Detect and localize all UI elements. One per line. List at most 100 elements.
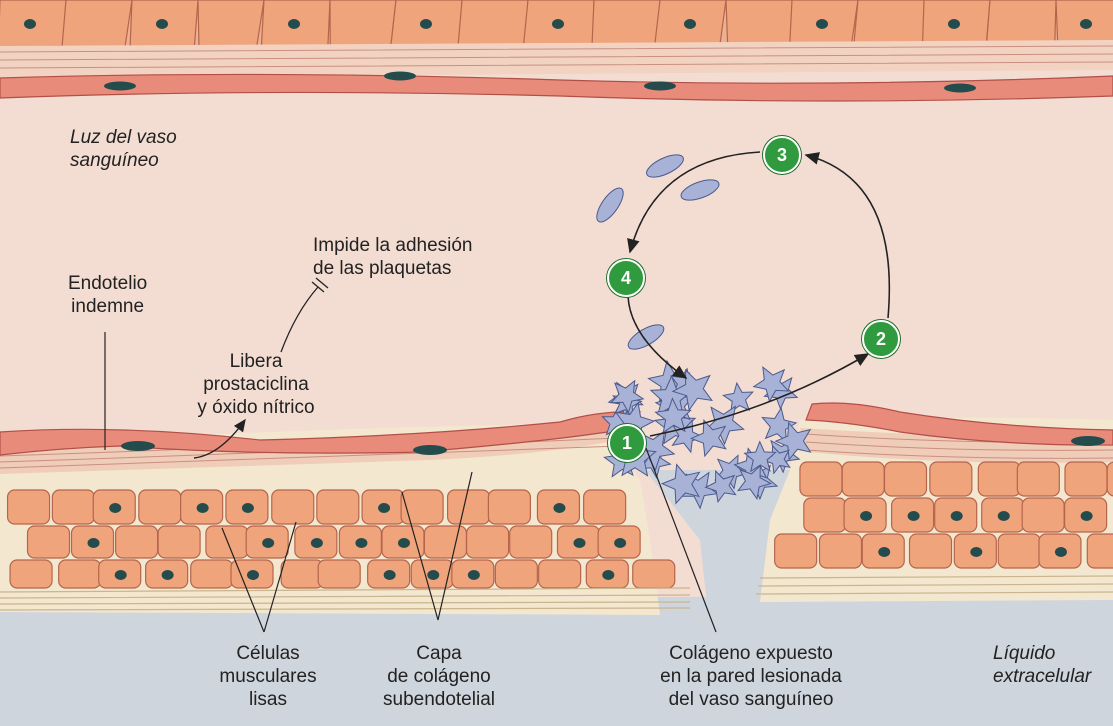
- cell-nucleus: [115, 570, 127, 580]
- endothelial-nucleus: [413, 445, 447, 455]
- cell-nucleus: [878, 547, 890, 557]
- muscle-cell: [539, 560, 581, 588]
- muscle-cell: [8, 490, 50, 524]
- cell-nucleus: [573, 538, 585, 548]
- muscle-cell: [633, 560, 675, 588]
- cell-nucleus: [908, 511, 920, 521]
- smooth-muscle-label: Células musculares lisas: [198, 642, 338, 711]
- muscle-cell: [584, 490, 626, 524]
- cell-nucleus: [553, 503, 565, 513]
- muscle-cell: [488, 490, 530, 524]
- endothelial-nucleus: [644, 82, 676, 91]
- muscle-cell: [1107, 462, 1113, 496]
- cell-nucleus: [247, 570, 259, 580]
- endothelial-nucleus: [121, 441, 155, 451]
- muscle-cell: [62, 0, 132, 48]
- cell-nucleus: [684, 19, 696, 29]
- muscle-cell: [775, 534, 817, 568]
- muscle-cell: [510, 526, 552, 558]
- extracellular-fluid: [0, 595, 1113, 726]
- extracellular-fluid-label: Líquido extracelular: [993, 642, 1091, 688]
- endothelial-nucleus: [384, 72, 416, 81]
- step-2-badge: 2: [862, 320, 900, 358]
- muscle-cell: [1022, 498, 1064, 532]
- muscle-cell: [930, 462, 972, 496]
- muscle-cell: [28, 526, 70, 558]
- cell-nucleus: [384, 570, 396, 580]
- cell-nucleus: [242, 503, 254, 513]
- step-4-badge: 4: [607, 259, 645, 297]
- muscle-cell: [978, 462, 1020, 496]
- muscle-cell: [272, 490, 314, 524]
- muscle-cell: [819, 534, 861, 568]
- cell-nucleus: [427, 570, 439, 580]
- cell-nucleus: [24, 19, 36, 29]
- muscle-cell: [139, 490, 181, 524]
- muscle-cell: [467, 526, 509, 558]
- cell-nucleus: [1081, 511, 1093, 521]
- muscle-cell: [191, 560, 233, 588]
- cell-nucleus: [288, 19, 300, 29]
- cell-nucleus: [970, 547, 982, 557]
- endothelial-nucleus: [944, 84, 976, 93]
- cell-nucleus: [468, 570, 480, 580]
- step-1-badge: 1: [608, 424, 646, 462]
- cell-nucleus: [162, 570, 174, 580]
- muscle-cell: [800, 462, 842, 496]
- muscle-cell: [317, 490, 359, 524]
- muscle-cell: [318, 560, 360, 588]
- muscle-cell: [885, 462, 927, 496]
- muscle-cell: [401, 490, 443, 524]
- cell-nucleus: [860, 511, 872, 521]
- muscle-cell: [726, 0, 793, 48]
- cell-nucleus: [602, 570, 614, 580]
- muscle-cell: [116, 526, 158, 558]
- endothelial-nucleus: [1071, 436, 1105, 446]
- step-3-badge: 3: [763, 136, 801, 174]
- muscle-cell: [59, 560, 101, 588]
- endothelial-nucleus: [104, 82, 136, 91]
- cell-nucleus: [948, 19, 960, 29]
- cell-nucleus: [951, 511, 963, 521]
- muscle-cell: [910, 534, 952, 568]
- collagen-layer-label: Capa de colágeno subendotelial: [354, 642, 524, 711]
- muscle-cell: [458, 0, 528, 48]
- cell-nucleus: [420, 19, 432, 29]
- muscle-cell: [1087, 534, 1113, 568]
- exposed-collagen-label: Colágeno expuesto en la pared lesionada …: [626, 642, 876, 711]
- cell-nucleus: [355, 538, 367, 548]
- cell-nucleus: [311, 538, 323, 548]
- muscle-cell: [206, 526, 248, 558]
- prevents-adhesion-label: Impide la adhesión de las plaquetas: [313, 234, 473, 280]
- releases-label: Libera prostaciclina y óxido nítrico: [176, 350, 336, 419]
- cell-nucleus: [1080, 19, 1092, 29]
- cell-nucleus: [614, 538, 626, 548]
- endothelium-label: Endotelio indemne: [68, 272, 147, 318]
- cell-nucleus: [262, 538, 274, 548]
- muscle-cell: [158, 526, 200, 558]
- muscle-cell: [448, 490, 490, 524]
- muscle-cell: [842, 462, 884, 496]
- muscle-cell: [495, 560, 537, 588]
- cell-nucleus: [1055, 547, 1067, 557]
- muscle-cell: [198, 0, 264, 48]
- left-muscle-cells: [8, 490, 675, 588]
- cell-nucleus: [109, 503, 121, 513]
- cell-nucleus: [156, 19, 168, 29]
- cell-nucleus: [378, 503, 390, 513]
- muscle-cell: [330, 0, 396, 48]
- cell-nucleus: [816, 19, 828, 29]
- cell-nucleus: [552, 19, 564, 29]
- muscle-cell: [592, 0, 660, 48]
- cell-nucleus: [88, 538, 100, 548]
- lumen-label: Luz del vaso sanguíneo: [70, 126, 177, 172]
- muscle-cell: [1017, 462, 1059, 496]
- muscle-cell: [1065, 462, 1107, 496]
- cell-nucleus: [998, 511, 1010, 521]
- muscle-cell: [10, 560, 52, 588]
- muscle-cell: [854, 0, 926, 48]
- top-muscle-cells: [0, 0, 1113, 48]
- muscle-cell: [281, 560, 323, 588]
